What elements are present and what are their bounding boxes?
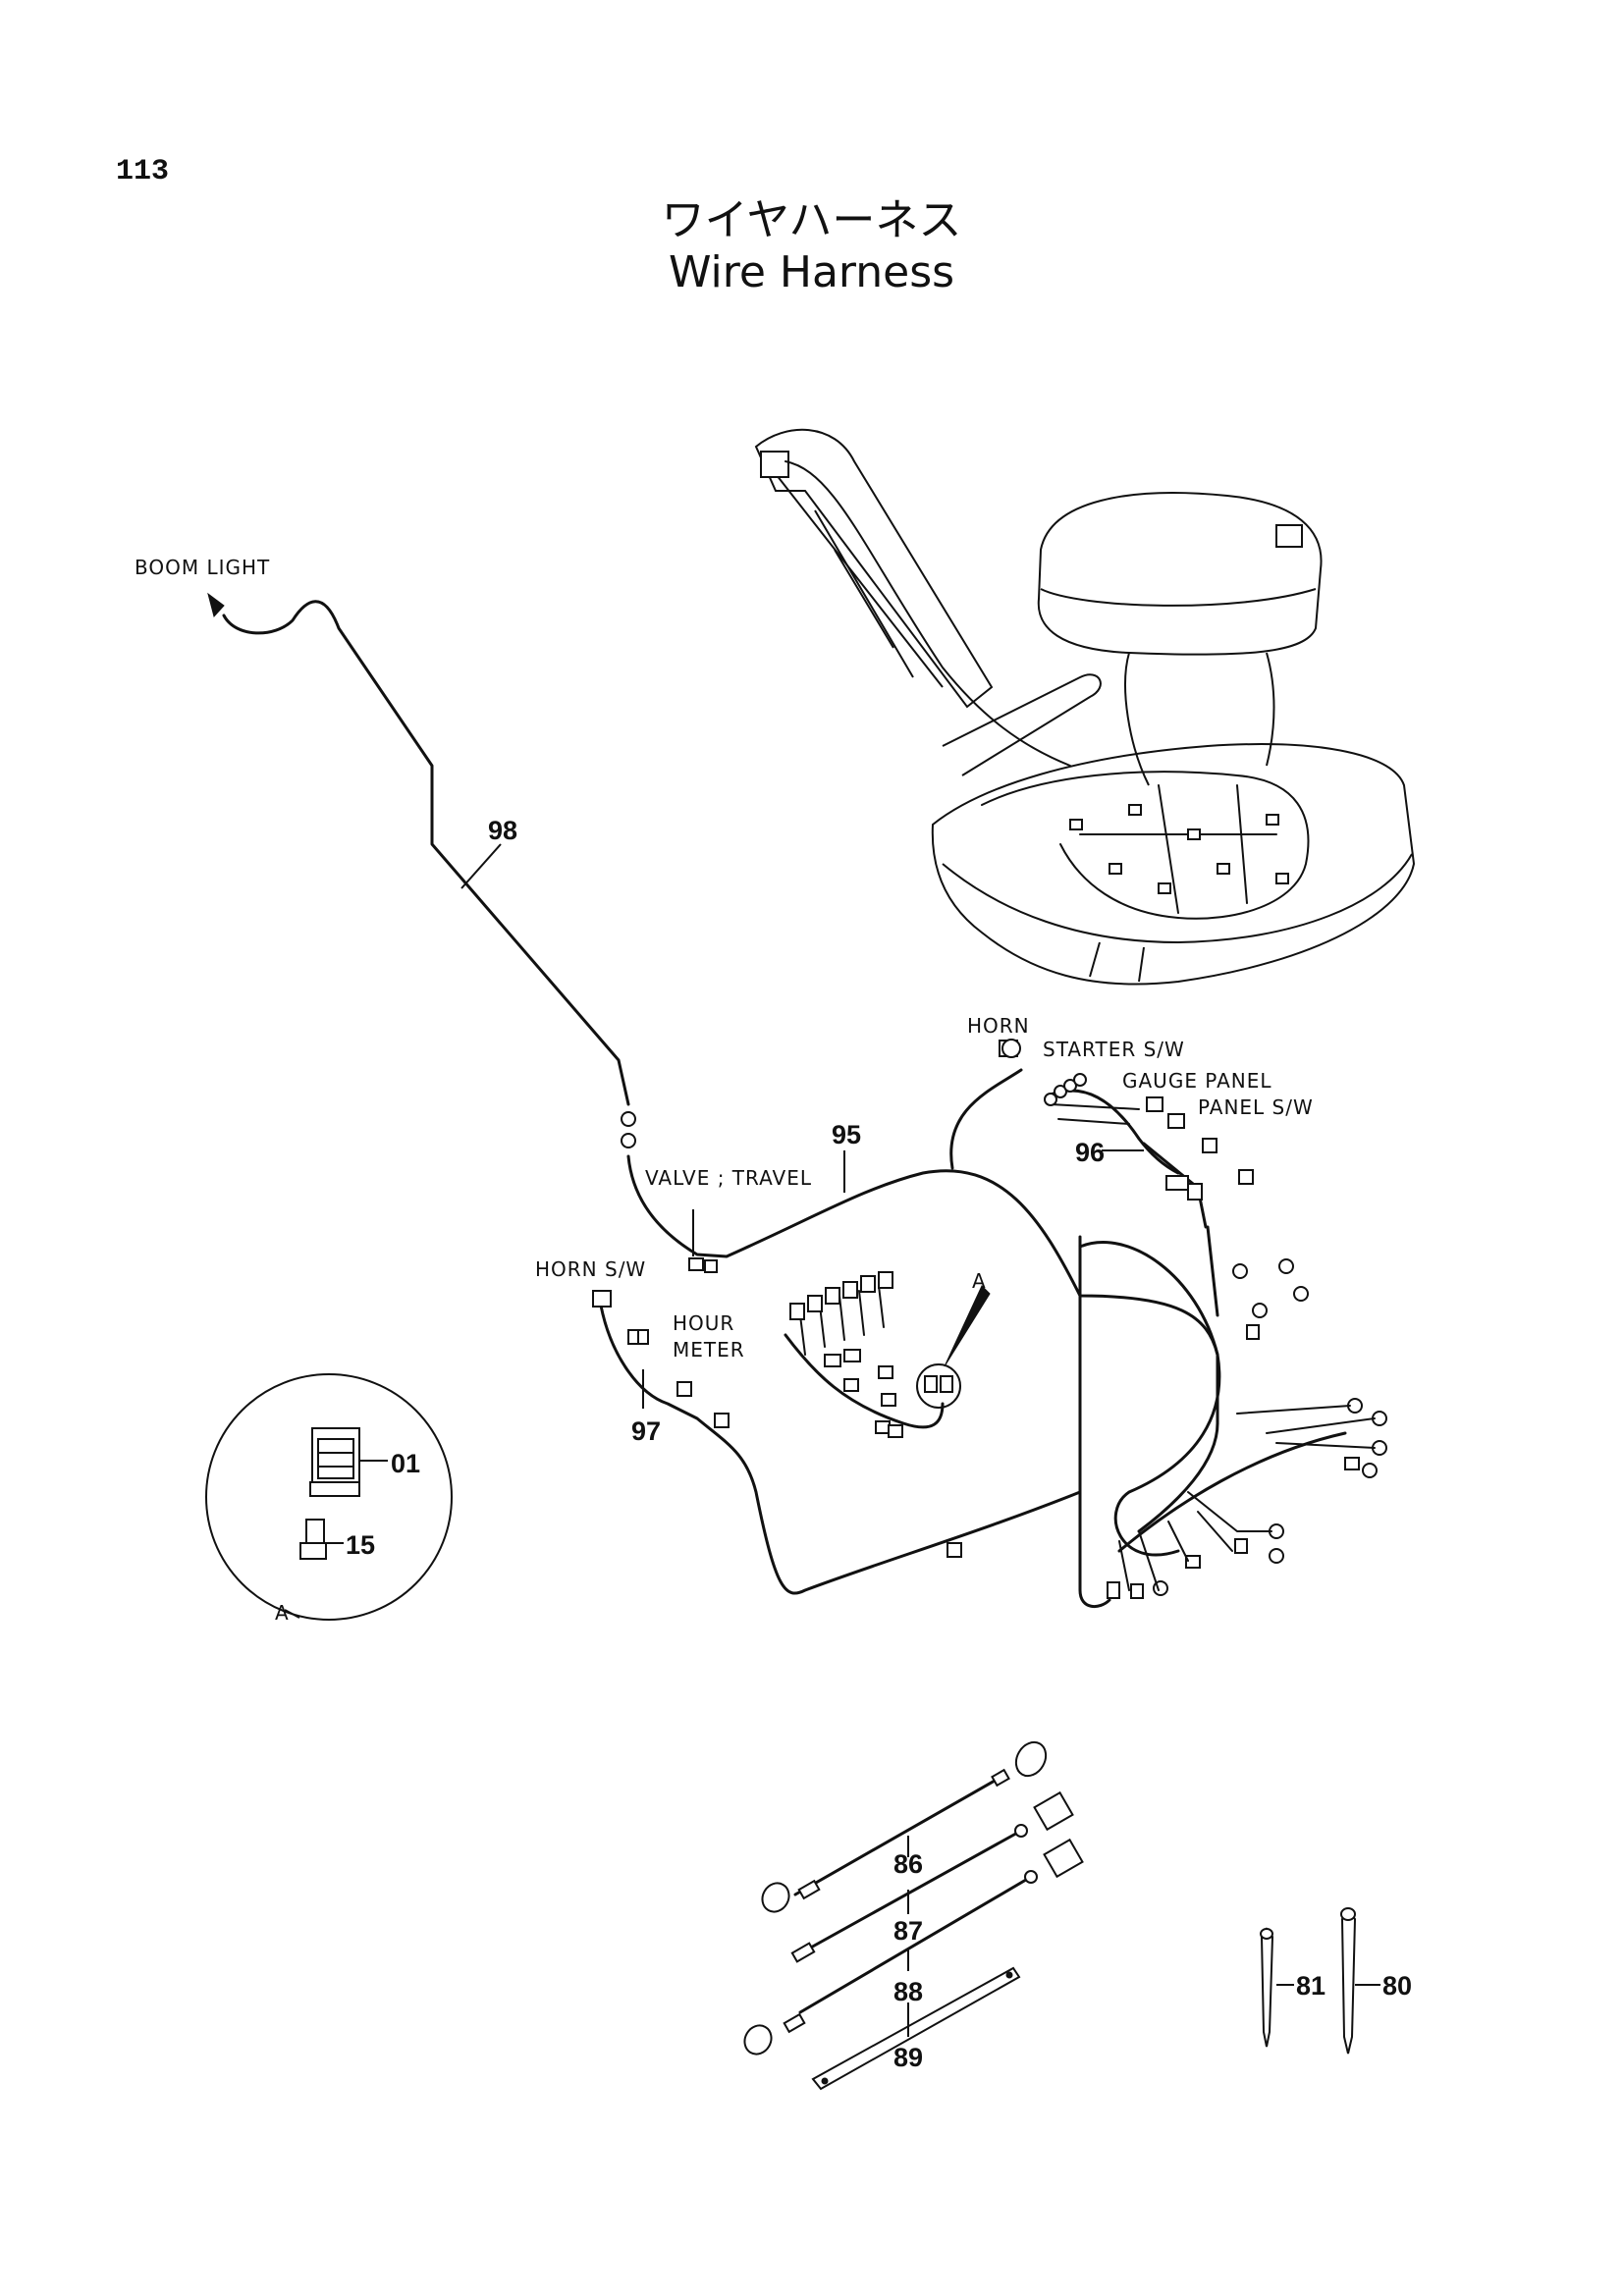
callout-87: 87 [893, 1916, 923, 1946]
leader-lines [460, 843, 1380, 2037]
label-panel-sw: PANEL S/W [1198, 1095, 1314, 1119]
machine-illustration [754, 428, 1416, 986]
callout-01: 01 [391, 1449, 420, 1478]
callout-97: 97 [631, 1416, 661, 1446]
label-horn: HORN [967, 1014, 1030, 1038]
pins [1260, 1907, 1357, 2055]
label-meter: METER [673, 1338, 745, 1362]
callout-89: 89 [893, 2043, 923, 2072]
callout-86: 86 [893, 1849, 923, 1879]
callout-96: 96 [1075, 1138, 1105, 1167]
harness-98 [207, 592, 636, 1148]
page-number: 113 [116, 155, 170, 188]
label-boom-light: BOOM LIGHT [135, 556, 270, 579]
callout-80: 80 [1382, 1971, 1412, 2001]
label-view-a-circle: A [275, 1601, 290, 1625]
label-valve-travel: VALVE ; TRAVEL [645, 1166, 812, 1190]
callout-98: 98 [488, 816, 517, 845]
detail-view-a [205, 1373, 453, 1621]
callout-95: 95 [832, 1120, 861, 1149]
fuse-relay-bank [784, 1271, 991, 1438]
harness-96 [1044, 1073, 1254, 1229]
label-gauge-panel: GAUGE PANEL [1122, 1069, 1272, 1093]
label-horn-sw: HORN S/W [535, 1257, 646, 1281]
loose-cables [743, 1740, 1084, 2091]
title-english: Wire Harness [668, 247, 955, 297]
title-japanese: ワイヤハーネス [661, 195, 962, 245]
label-hour: HOUR [673, 1311, 734, 1335]
label-starter-sw: STARTER S/W [1043, 1038, 1185, 1061]
callout-81: 81 [1296, 1971, 1325, 2001]
callout-88: 88 [893, 1977, 923, 2006]
label-view-a-arrow: A [972, 1269, 987, 1293]
callout-15: 15 [346, 1530, 375, 1560]
harness-97 [592, 1290, 1082, 1595]
harness-95 [626, 1039, 1387, 1609]
